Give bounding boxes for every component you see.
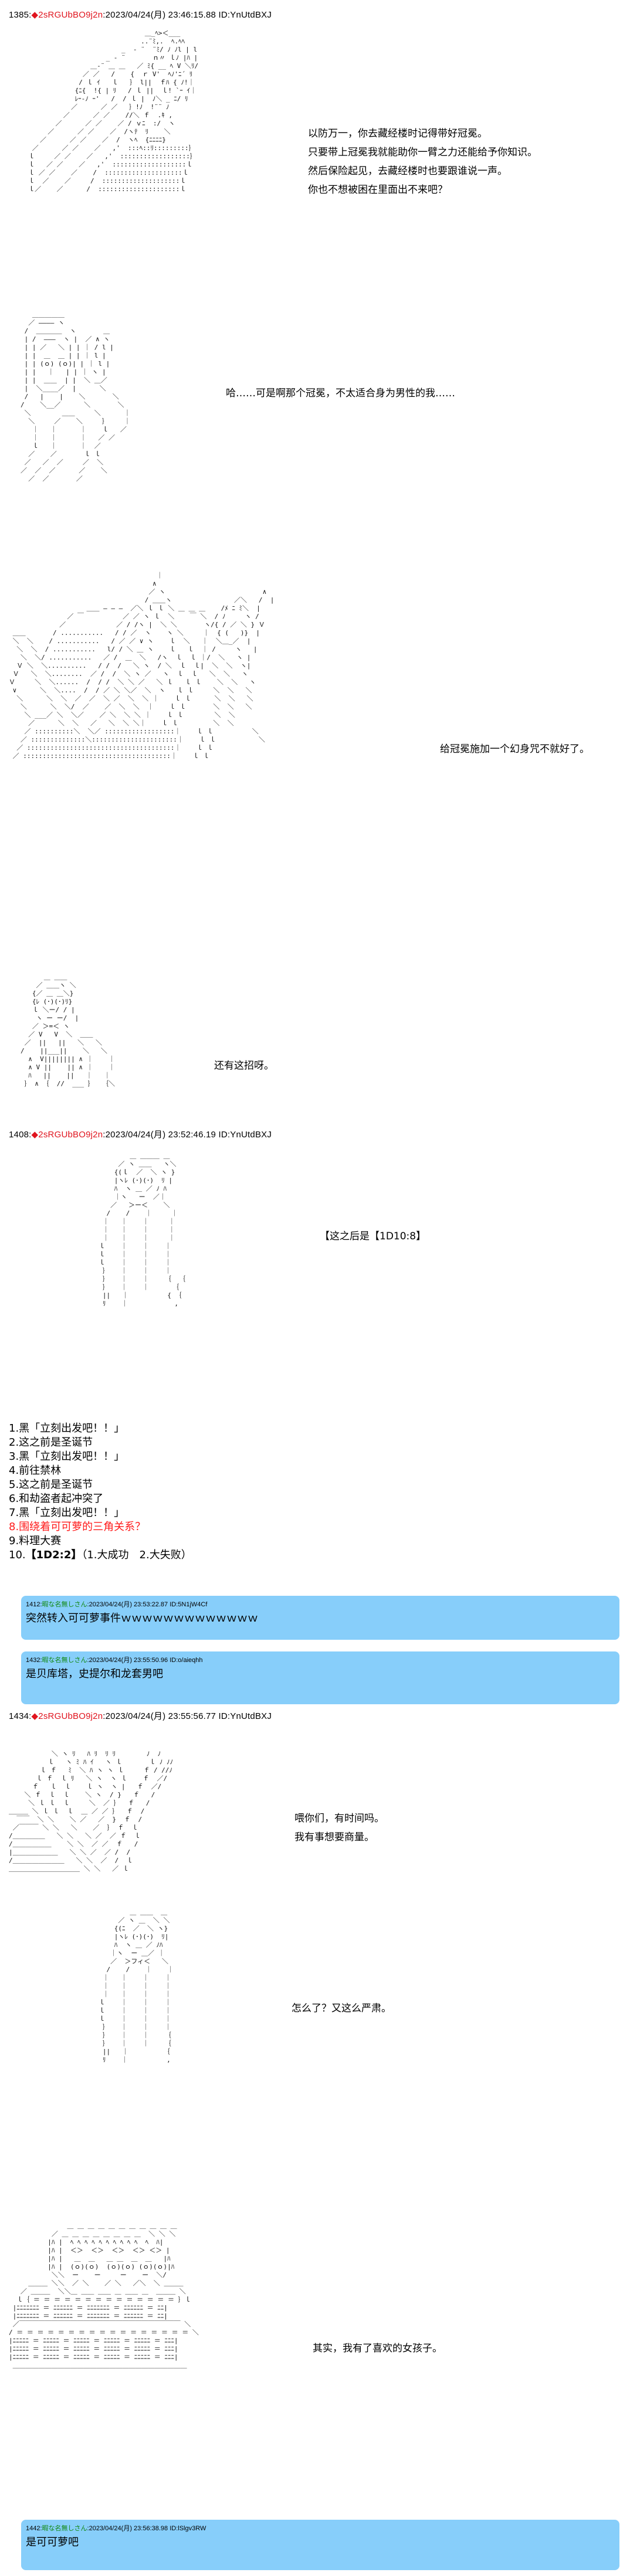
dialog-line: 【这之后是【1D10:8】	[320, 1231, 426, 1242]
separator: :	[103, 1130, 106, 1140]
dialog-text: 哈……可是啊那个冠冕，不太适合身为男性的我……	[226, 384, 455, 403]
choice-prefix: 10.	[9, 1549, 26, 1561]
ascii-art-panel: ＿＿＿＿＿ ／ ―――― ヽ / ＿＿＿＿ ヽ ＿ | / ――― ヽ | ／ …	[21, 311, 131, 482]
reply-name: 暇な名無しさん	[42, 1601, 87, 1608]
reply-datetime: 2023/04/24(月) 23:53:22.87	[89, 1601, 168, 1608]
ascii-art-panel: ＿ ＿＿ ＿ ／ ヽ ＿ ＼ ＼ {(ﾆ ／ ＼ ヽ} |ヽﾚ (･)(･) ﾘ…	[99, 1908, 174, 2064]
ascii-art-panel: ＿_ﾍ>＜___ ..¨ﾐ,. ﾍ.ﾍﾍ _ - ¨ ¨ﾐ/ ﾉ ﾉl | l …	[28, 29, 199, 193]
choice-item: 2.这之前是圣诞节	[9, 1436, 93, 1449]
post-datetime: 2023/04/24(月) 23:55:56.77	[105, 1711, 216, 1721]
post-id[interactable]: ID:YnUtdBXJ	[218, 10, 272, 20]
reply-header: 1412:暇な名無しさん:2023/04/24(月) 23:53:22.87 I…	[26, 1601, 208, 1608]
post-header: 1408:◆2sRGUbBO9j2n:2023/04/24(月) 23:52:4…	[9, 1128, 272, 1140]
dialog-line: 给冠冕施加一个幻身咒不就好了。	[440, 743, 590, 755]
reply-header: 1442:暇な名無しさん:2023/04/24(月) 23:56:38.98 I…	[26, 2525, 206, 2532]
ascii-art-panel: ＿ ＿＿ ／ ＿＿ヽ ＼ {／ ＿ ＿＼} {ﾚ (･)(･)ﾘ} ｌ ＼ー/ …	[21, 973, 116, 1088]
dialog-line: 其实，我有了喜欢的女孩子。	[313, 2343, 442, 2354]
reply-header: 1432:暇な名無しさん:2023/04/24(月) 23:55:50.96 I…	[26, 1657, 203, 1664]
choice-item: 6.和劫盗者起冲突了	[9, 1493, 104, 1505]
choice-item-dice: 10.【1D2:2】（1.大成功 2.大失败）	[9, 1548, 192, 1562]
dialog-text: 【这之后是【1D10:8】	[320, 1227, 426, 1246]
dialog-text: 以防万一，你去藏经楼时记得带好冠冕。 只要带上冠冕我就能助你一臂之力还能给予你知…	[308, 124, 537, 199]
ascii-art-panel: ＿ ＿＿＿ ＿ ／ ヽ ＿＿ ヽ＼ {(ｌ ／ ＼ ヽ } |ヽﾚ (･)(･)…	[99, 1152, 185, 1307]
choice-item: 4.前往禁林	[9, 1464, 62, 1477]
dialog-line: 以防万一，你去藏经楼时记得带好冠冕。	[308, 128, 487, 140]
trip-diamond-icon: ◆	[31, 1711, 39, 1721]
separator: :	[29, 1130, 32, 1140]
dialog-text: 怎么了？又这么严肃。	[292, 1999, 391, 2018]
reply-datetime: 2023/04/24(月) 23:56:38.98	[89, 2525, 168, 2532]
reply-datetime: 2023/04/24(月) 23:55:50.96	[89, 1657, 168, 1664]
trip-code: 2sRGUbBO9j2n	[38, 1711, 103, 1721]
dialog-line: 然后保险起见，去藏经楼时也要跟谁说一声。	[308, 165, 507, 177]
post-datetime: 2023/04/24(月) 23:52:46.19	[105, 1130, 216, 1140]
reply-id[interactable]: ID:o/aieqhh	[170, 1657, 203, 1664]
reply-id[interactable]: ID:lSlgv3RW	[170, 2525, 206, 2532]
dialog-text: 给冠冕施加一个幻身咒不就好了。	[440, 740, 590, 759]
reply-box: 1432:暇な名無しさん:2023/04/24(月) 23:55:50.96 I…	[21, 1651, 619, 1704]
post-id[interactable]: ID:YnUtdBXJ	[218, 1130, 272, 1140]
dialog-line: 我有事想要商量。	[294, 1831, 374, 1843]
dialog-text: 还有这招呀。	[214, 1056, 274, 1075]
trip-code: 2sRGUbBO9j2n	[38, 10, 103, 20]
choice-item-selected: 8.围绕着可可萝的三角关系？	[9, 1521, 146, 1533]
dialog-line: 怎么了？又这么严肃。	[292, 2003, 391, 2014]
reply-name: 暇な名無しさん	[42, 1657, 87, 1664]
dialog-line: 喂你们，有时间吗。	[294, 1813, 384, 1824]
choice-suffix: （1.大成功 2.大失败）	[82, 1549, 192, 1561]
ascii-art-panel: ＿ ＿ ＿ ＿ ＿ ＿ ＿ ＿ ＿ ＿ ＿ ／ ＿ ＿ ＿ ＿ ＿ ＿ ＿ ＿ …	[9, 2222, 199, 2369]
reply-box: 1442:暇な名無しさん:2023/04/24(月) 23:56:38.98 I…	[21, 2520, 619, 2570]
separator: :	[29, 1711, 32, 1721]
reply-id[interactable]: ID:5N1jW4Cf	[170, 1601, 208, 1608]
choice-list: 1.黑「立刻出发吧！！」 2.这之前是圣诞节 3.黑「立刻出发吧！！」 4.前往…	[9, 1422, 192, 1562]
dialog-line: 你也不想被困在里面出不来吧？	[308, 184, 448, 196]
reply-number[interactable]: 1442	[26, 2525, 40, 2532]
separator: :	[29, 10, 32, 20]
dialog-text: 喂你们，有时间吗。 我有事想要商量。	[294, 1809, 384, 1847]
dialog-line: 哈……可是啊那个冠冕，不太适合身为男性的我……	[226, 388, 455, 399]
reply-body: 是贝库塔，史提尔和龙套男吧	[26, 1668, 163, 1680]
separator: :	[103, 1711, 106, 1721]
reply-number[interactable]: 1432	[26, 1657, 40, 1664]
post-number[interactable]: 1385	[9, 10, 29, 20]
choice-item: 7.黑「立刻出发吧！！」	[9, 1507, 125, 1519]
post-number[interactable]: 1408	[9, 1130, 29, 1140]
trip-diamond-icon: ◆	[31, 10, 39, 20]
post-number[interactable]: 1434	[9, 1711, 29, 1721]
trip-diamond-icon: ◆	[31, 1130, 39, 1140]
trip-code: 2sRGUbBO9j2n	[38, 1130, 103, 1140]
dialog-line: 只要带上冠冕我就能助你一臂之力还能给予你知识。	[308, 147, 537, 158]
dice-result: 【1D2:2】	[25, 1549, 82, 1561]
post-header: 1385:◆2sRGUbBO9j2n:2023/04/24(月) 23:46:1…	[9, 8, 272, 21]
reply-number[interactable]: 1412	[26, 1601, 40, 1608]
post-header: 1434:◆2sRGUbBO9j2n:2023/04/24(月) 23:55:5…	[9, 1710, 272, 1722]
choice-item: 1.黑「立刻出发吧！！」	[9, 1422, 125, 1435]
choice-item: 5.这之前是圣诞节	[9, 1479, 93, 1491]
reply-body: 突然转入可可萝事件ｗｗｗｗｗｗｗｗｗｗｗｗｗ	[26, 1612, 258, 1625]
post-id[interactable]: ID:YnUtdBXJ	[218, 1711, 272, 1721]
separator: :	[103, 10, 106, 20]
reply-box: 1412:暇な名無しさん:2023/04/24(月) 23:53:22.87 I…	[21, 1596, 619, 1640]
reply-body: 是可可萝吧	[26, 2536, 79, 2548]
reply-name: 暇な名無しさん	[42, 2525, 87, 2532]
choice-item: 3.黑「立刻出发吧！！」	[9, 1450, 125, 1463]
dialog-text: 其实，我有了喜欢的女孩子。	[313, 2339, 442, 2358]
choice-item: 9.料理大赛	[9, 1535, 62, 1547]
ascii-art-panel: ｜ ∧ ／ ヽ ∧ / ＿＿ヽ ／＼ / | ＿＿ ― ―	[9, 572, 275, 760]
dialog-line: 还有这招呀。	[214, 1060, 274, 1072]
ascii-art-panel: ＼ ヽ ﾘ ﾊ ﾘ ﾘ ﾘ ﾉ ﾉ ｌ ヽ ﾐ ﾊ ｲ ヽ ｌ ｌ ﾉ ﾉﾉ ｌ…	[9, 1750, 174, 1872]
post-datetime: 2023/04/24(月) 23:46:15.88	[105, 10, 216, 20]
